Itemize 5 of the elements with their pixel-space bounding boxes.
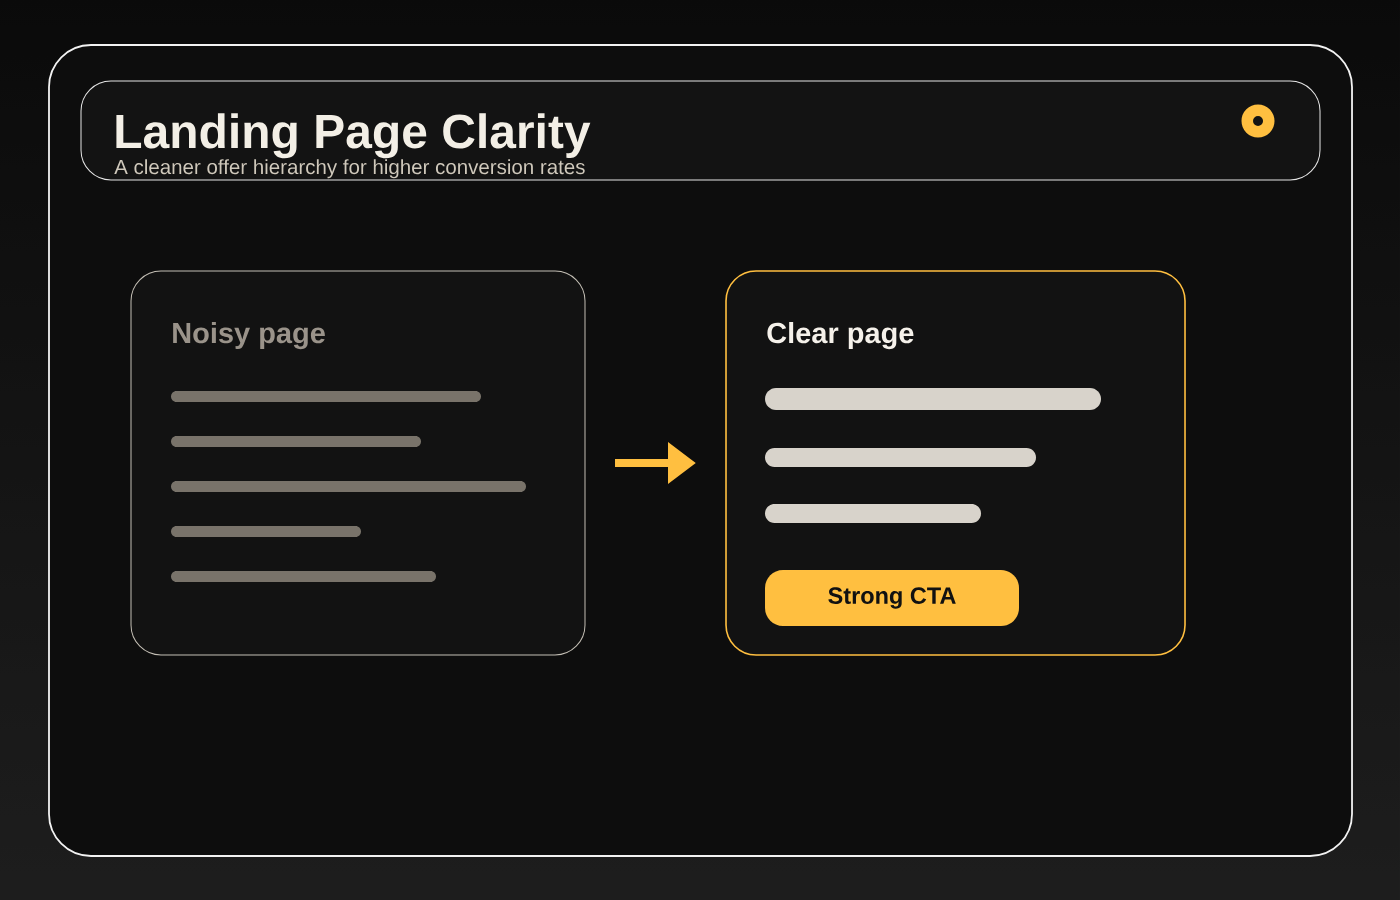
cta-button: Strong CTA	[765, 570, 1019, 626]
card-heading: Noisy page	[173, 322, 325, 350]
card-heading: Clear page	[767, 322, 914, 350]
title: Landing Page Clarity	[116, 113, 591, 159]
subtitle: A cleaner offer hierarchy for higher conversion rates	[114, 159, 585, 179]
